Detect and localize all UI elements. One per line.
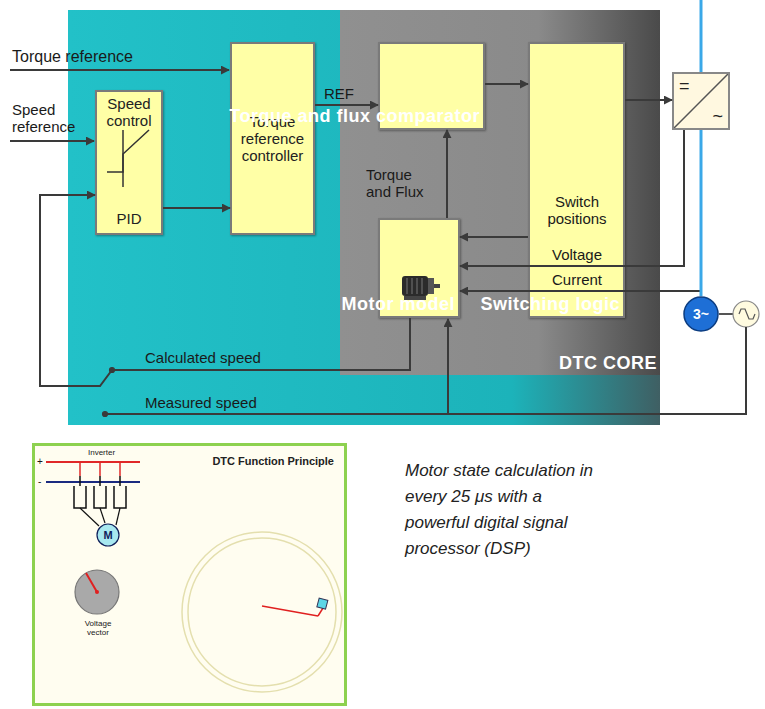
supply-wire <box>700 0 703 72</box>
dc-sign: = <box>679 76 690 96</box>
signal-label: Current <box>532 271 622 288</box>
polarity-sign: - <box>38 476 46 487</box>
part-label: Voltage vector <box>75 619 121 637</box>
phase-wire <box>100 508 105 523</box>
switch-terminal <box>103 412 108 417</box>
input-arrow <box>10 69 229 71</box>
comparator-box: Torque and flux comparator <box>378 42 485 130</box>
response-curve <box>107 130 149 172</box>
signal-label: Voltage <box>532 246 622 263</box>
diagonal-line <box>674 74 728 128</box>
signal-arrow <box>460 291 701 296</box>
block-title: Switching logic <box>480 296 620 313</box>
measured-speed-arrow <box>447 319 449 414</box>
block-title: Torque and flux comparator <box>229 108 480 125</box>
flux-circle <box>188 538 336 686</box>
signal-label: Calculated speed <box>145 349 315 366</box>
shaft-line <box>719 313 733 315</box>
controller-box: Torque reference controller <box>230 42 315 235</box>
principle-panel: DTC Function Principle M <box>32 443 347 706</box>
signal-label: Torque and Flux <box>366 166 440 200</box>
switch-symbol <box>114 486 126 508</box>
plus-bus <box>46 461 140 463</box>
signal-arrow <box>40 195 410 386</box>
leg-line <box>119 476 121 486</box>
motor-body <box>402 276 428 296</box>
input-signal-label: Speed reference <box>12 101 90 135</box>
block-title: Speed control <box>99 95 159 129</box>
signal-arrow <box>460 130 684 266</box>
needle-hub <box>95 590 99 594</box>
motor-shaft <box>434 284 440 288</box>
vector-dial <box>75 570 119 614</box>
signal-arrow <box>446 130 448 218</box>
panel-title: DTC Function Principle <box>212 455 334 468</box>
sine-symbol <box>739 309 755 319</box>
motor-fin <box>422 278 423 294</box>
input-signal-label: Torque reference <box>12 48 182 65</box>
leg-line <box>119 462 121 476</box>
signal-arrow <box>485 83 528 85</box>
input-arrow <box>10 140 94 142</box>
note-text: Motor state calculation in every 25 μs w… <box>405 458 595 562</box>
signal-label: Switch positions <box>532 193 622 227</box>
flux-vector <box>262 606 318 616</box>
motor-circle: M <box>96 523 120 547</box>
vector-needle <box>86 573 97 592</box>
signal-arrow <box>625 99 672 101</box>
leg-line <box>79 462 81 476</box>
signal-arrow <box>163 207 230 209</box>
tachometer-circle <box>733 301 759 327</box>
leg-line <box>99 476 101 486</box>
switch-symbol <box>74 486 86 508</box>
motor-circle: 3~ <box>683 296 719 332</box>
motor-fin <box>407 278 408 294</box>
block-title: Motor model <box>342 296 456 313</box>
block-subtitle: PID <box>116 210 141 227</box>
polarity-sign: + <box>37 456 46 467</box>
part-label: Inverter <box>88 448 128 457</box>
teal-panel <box>68 10 660 425</box>
leg-line <box>99 462 101 476</box>
signal-label: Measured speed <box>145 394 315 411</box>
minus-bus <box>46 481 140 483</box>
speed-control-box: Speed controlPID <box>95 90 163 235</box>
signal-label: REF <box>324 85 374 102</box>
converter-symbol: =~ <box>672 72 730 130</box>
motor-phase-label: 3~ <box>693 306 709 323</box>
motor-fin <box>417 278 418 294</box>
flux-tip <box>317 598 328 609</box>
leg-line <box>79 476 81 486</box>
motor-fin <box>412 278 413 294</box>
motor-letter: M <box>103 529 112 541</box>
phase-wire <box>116 508 120 525</box>
ac-sign: ~ <box>712 106 723 126</box>
switch-symbol <box>94 486 106 508</box>
flux-vector <box>318 608 323 616</box>
phase-wire <box>80 508 99 526</box>
flux-circle <box>182 532 342 692</box>
region-title: DTC CORE <box>559 355 657 372</box>
motor-model-box: Motor model <box>378 218 460 318</box>
motor-disc <box>684 297 718 331</box>
signal-arrow <box>315 104 378 106</box>
dtc-principle-illustration <box>35 446 344 703</box>
motor-flange <box>428 278 434 294</box>
power-wire <box>700 130 703 296</box>
signal-arrow <box>460 236 528 238</box>
motor-disc <box>97 524 119 546</box>
